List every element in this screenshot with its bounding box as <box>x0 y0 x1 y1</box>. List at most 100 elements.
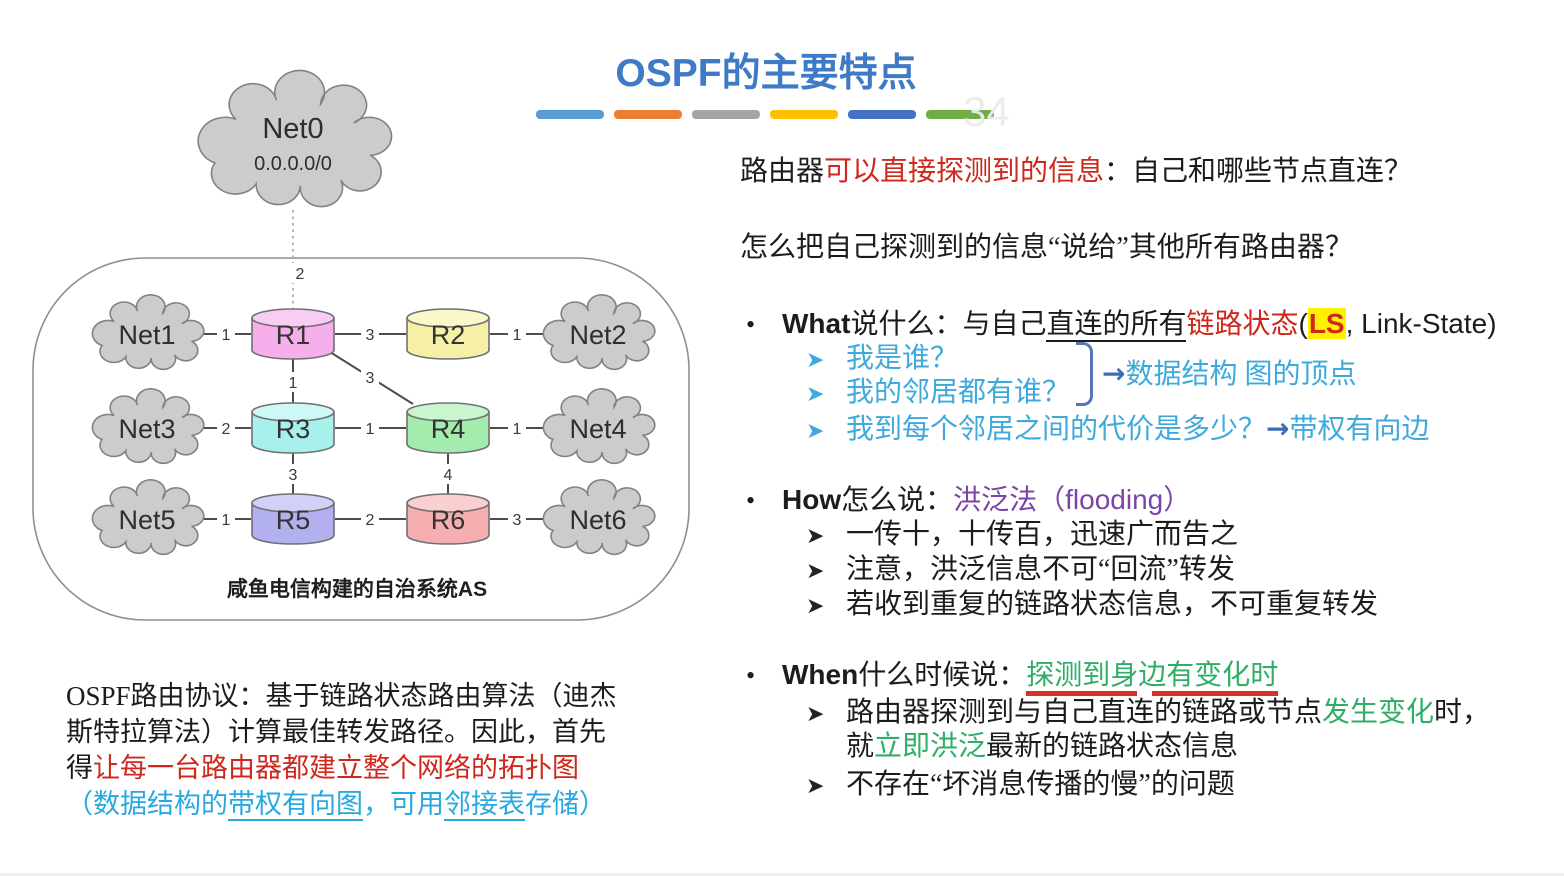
what-sub1: ➤我是谁？ <box>806 343 958 377</box>
link-cost-label: 2 <box>366 512 375 529</box>
how-purple2: ） <box>1163 485 1192 516</box>
link-cost-bg <box>217 324 235 344</box>
network-cloud-net0: Net0 0.0.0.0/0 <box>198 70 391 206</box>
what-sub3-tail: 带权有向边 <box>1289 414 1430 445</box>
grouping-bracket <box>1076 342 1093 406</box>
what-underlined: 直连的所有 <box>1046 309 1187 342</box>
router-label: R1 <box>276 320 311 350</box>
cloud-shape <box>543 295 654 369</box>
router-r5: R5 <box>251 493 335 545</box>
how-purple1: 洪泛法（ <box>953 485 1066 516</box>
how-sub2: ➤注意，洪泛信息不可“回流”转发 <box>806 554 1235 588</box>
paragraph-line-1: OSPF路由协议：基于链路状态路由算法（迪杰 <box>66 681 617 711</box>
paragraph-line-3: 得让每一台路由器都建立整个网络的拓扑图 <box>66 750 617 786</box>
how-sub1: ➤一传十，十传百，迅速广而告之 <box>806 519 1238 553</box>
when-sub2: ➤ 不存在“坏消息传播的慢”的问题 <box>806 769 1235 803</box>
cylinder-top <box>251 308 335 328</box>
how-sub3: ➤ 若收到重复的链路状态信息，不可重复转发 <box>806 589 1378 623</box>
arrowhead-icon: ➤ <box>806 419 825 444</box>
router-r3: R3 <box>251 402 335 454</box>
what-en: What <box>782 308 851 339</box>
divider-bar <box>926 110 994 119</box>
what-sub1-text: 我是谁？ <box>846 343 959 374</box>
divider-bar <box>692 110 760 119</box>
link-cost-bg <box>508 509 526 529</box>
when-sub1c-green: 立即洪泛 <box>874 731 987 762</box>
router-r6: R6 <box>406 493 490 545</box>
p-l4-underline2: 邻接表 <box>444 789 525 821</box>
router-label: R2 <box>431 320 466 350</box>
p-l3-black: 得 <box>66 753 93 783</box>
p-l3-red: 让每一台路由器都建立整个网络的拓扑图 <box>93 753 579 783</box>
cloud-shape <box>92 295 203 369</box>
link-cost-label: 1 <box>222 512 231 529</box>
ospf-description-paragraph: OSPF路由协议：基于链路状态路由算法（迪杰 斯特拉算法）计算最佳转发路径。因此… <box>66 678 617 822</box>
what-sub2-text: 我的邻居都有谁？ <box>846 377 1071 408</box>
link-cost-bg <box>361 367 379 387</box>
q1-red-text: 可以直接探测到的信息 <box>824 156 1105 187</box>
arrowhead-icon: ➤ <box>806 559 825 584</box>
when-sub1-a: 路由器探测到与自己直连的链路或节点 <box>846 697 1323 728</box>
router-label: R4 <box>431 414 466 444</box>
when-sub1c-b: 最新的链路状态信息 <box>986 731 1239 762</box>
when-sub1-cont: 就立即洪泛最新的链路状态信息 <box>846 731 1238 763</box>
bullet-icon: • <box>746 486 756 515</box>
right-arrow-icon: → <box>1266 412 1290 445</box>
router-r2: R2 <box>406 308 490 360</box>
cloud-label: Net0 <box>262 113 323 145</box>
cloud-sublabel: 0.0.0.0/0 <box>254 153 332 175</box>
cloud-shape <box>92 389 203 463</box>
link-cost-bg <box>217 418 235 438</box>
arrowhead-icon: ➤ <box>806 594 825 619</box>
when-green-underlined: 探测到身边有变化时 <box>1026 660 1279 696</box>
bullet-icon: • <box>746 310 756 339</box>
how-sub3-text: 若收到重复的链路状态信息，不可重复转发 <box>846 589 1379 620</box>
ls-highlight: LS <box>1307 308 1346 339</box>
when-en: When <box>782 659 859 690</box>
when-sub1c-a: 就 <box>846 731 875 762</box>
cylinder-top <box>251 493 335 513</box>
p-l4-a: （数据结构的 <box>66 789 228 819</box>
slide-page-number: 34 <box>963 88 1010 135</box>
how-bullet-line: •How怎么说：洪泛法（flooding） <box>746 484 1191 517</box>
p-l4-underline1: 带权有向图 <box>228 789 363 821</box>
cylinder-top <box>406 308 490 328</box>
link-cost-label: 3 <box>366 327 375 344</box>
network-cloud-net5: Net5 <box>92 480 203 554</box>
cylinder-top <box>406 493 490 513</box>
what-red: 链路状态 <box>1186 309 1299 340</box>
divider-bars <box>536 110 994 119</box>
when-sub2-text: 不存在“坏消息传播的慢”的问题 <box>846 769 1235 800</box>
cylinder-top <box>406 402 490 422</box>
arrowhead-icon: ➤ <box>806 524 825 549</box>
p-l4-b: ，可用 <box>363 789 444 819</box>
what-sub3-text: 我到每个邻居之间的代价是多少？ <box>846 414 1267 445</box>
link-cost-bg <box>284 464 302 484</box>
cylinder-top <box>251 402 335 422</box>
how-zh: 怎么说： <box>841 485 954 516</box>
bullet-icon: • <box>746 661 756 690</box>
right-arrow-icon: → <box>1102 357 1126 390</box>
link-cost-label: 1 <box>513 327 522 344</box>
what-sub2: ➤我的邻居都有谁？ <box>806 377 1070 411</box>
what-paren-open: ( <box>1298 308 1308 339</box>
what-bullet-line: •What说什么：与自己直连的所有链路状态(LS, Link-State) <box>746 308 1497 342</box>
cloud-shape <box>198 70 391 206</box>
router-label: R6 <box>431 505 466 535</box>
cloud-shape <box>543 480 654 554</box>
what-paren-close: , Link-State) <box>1345 308 1497 339</box>
router-label: R3 <box>276 414 311 444</box>
page-title: OSPF的主要特点 <box>615 52 917 95</box>
link-cost-label: 1 <box>513 421 522 438</box>
when-sub1-b: 时， <box>1434 697 1491 728</box>
what-annotation: →数据结构 图的顶点 <box>1102 358 1356 391</box>
diagram-caption: 咸鱼电信构建的自治系统AS <box>227 577 487 601</box>
router-r4: R4 <box>406 402 490 454</box>
network-cloud-net1: Net1 <box>92 295 203 369</box>
link-cost-label: 3 <box>513 512 522 529</box>
paragraph-line-2: 斯特拉算法）计算最佳转发路径。因此，首先 <box>66 717 606 747</box>
arrowhead-icon: ➤ <box>806 774 825 799</box>
link-cost-label: 1 <box>222 327 231 344</box>
